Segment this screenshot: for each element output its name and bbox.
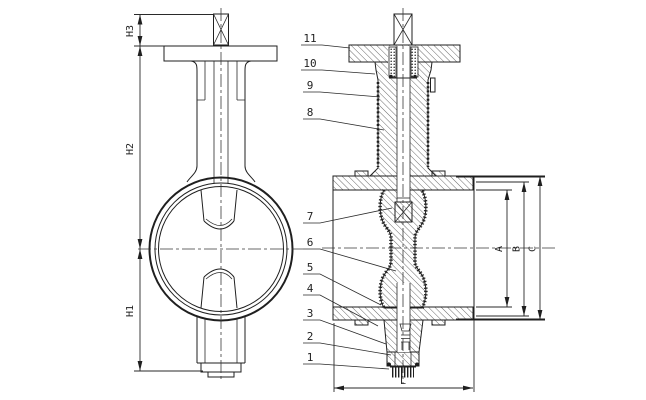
stem-packing — [388, 46, 419, 79]
dim-label-c: C — [528, 246, 539, 252]
stem-end-clip — [399, 323, 412, 350]
callout-label: 6 — [307, 236, 314, 249]
disc-square-drive — [394, 197, 413, 223]
dim-label-a: A — [494, 246, 505, 252]
disc-hub-top — [200, 189, 238, 230]
callout-10: 10 — [301, 57, 376, 75]
callout-label: 7 — [307, 210, 314, 223]
callout-4: 4 — [303, 282, 379, 327]
callout-label: 4 — [307, 282, 314, 295]
dimension-h2: H2 — [125, 46, 143, 249]
callout-7: 7 — [303, 207, 393, 224]
dim-label-h1: H1 — [125, 305, 136, 317]
dimension-h1: H1 — [125, 249, 203, 372]
dimension-b: B — [476, 181, 529, 317]
callout-label: 10 — [303, 57, 316, 70]
callout-1: 1 — [303, 351, 390, 370]
dimension-c: C — [528, 176, 543, 320]
neck-side-tab — [430, 77, 436, 93]
callout-11: 11 — [301, 32, 351, 49]
callout-8: 8 — [303, 106, 385, 131]
dimension-l: L — [333, 320, 475, 392]
stem-upper — [397, 46, 410, 202]
neck-serration — [376, 77, 436, 167]
callout-5: 5 — [303, 261, 382, 306]
dim-label-l: L — [400, 376, 406, 387]
dimension-a: A — [476, 189, 512, 308]
callout-3: 3 — [303, 307, 387, 345]
callout-label: 2 — [307, 330, 314, 343]
callout-6: 6 — [303, 236, 397, 272]
dim-label-b: B — [512, 246, 523, 252]
disc-hub-bottom — [200, 268, 238, 309]
callout-label: 9 — [307, 79, 314, 92]
neck-front — [186, 60, 256, 184]
callout-label: 1 — [307, 351, 314, 364]
dimension-h3: H3 — [125, 14, 213, 47]
top-flange-front — [163, 45, 278, 62]
callout-label: 8 — [307, 106, 314, 119]
front-view: H3 H2 H1 — [125, 8, 303, 382]
callout-label: 3 — [307, 307, 314, 320]
section-view: A B C L 11 10 9 — [301, 8, 557, 392]
callout-2: 2 — [303, 330, 392, 356]
callout-9: 9 — [303, 79, 381, 98]
seat-liner — [378, 189, 428, 309]
callout-label: 11 — [303, 32, 316, 45]
callout-label: 5 — [307, 261, 314, 274]
dim-label-h2: H2 — [125, 143, 136, 155]
dim-label-h3: H3 — [125, 25, 136, 37]
